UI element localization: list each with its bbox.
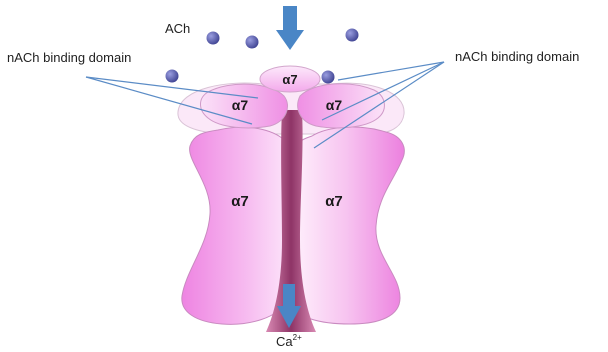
- binding-domain-label-right: nACh binding domain: [455, 49, 579, 64]
- binding-domain-label-left: nACh binding domain: [7, 50, 131, 65]
- subunit-label-body-right: α7: [325, 193, 343, 210]
- ach-label: ACh: [165, 21, 190, 36]
- molecule-dot-icon: [207, 32, 220, 45]
- molecule-dot-icon: [346, 29, 359, 42]
- molecule-dot-icon: [166, 70, 179, 83]
- calcium-ion-label: Ca2+: [276, 333, 302, 349]
- down-arrow-icon: [276, 6, 304, 50]
- subunit-label-upper-right: α7: [326, 97, 343, 113]
- molecule-dot-icon: [246, 36, 259, 49]
- subunit-body-left: [182, 127, 293, 324]
- subunit-label-top: α7: [282, 72, 297, 87]
- subunit-body-right: [288, 127, 404, 324]
- ion-symbol: Ca: [276, 334, 293, 349]
- subunit-label-body-left: α7: [231, 193, 249, 210]
- subunit-label-upper-left: α7: [232, 97, 249, 113]
- ion-charge: 2+: [293, 333, 302, 342]
- molecule-dot-icon: [322, 71, 335, 84]
